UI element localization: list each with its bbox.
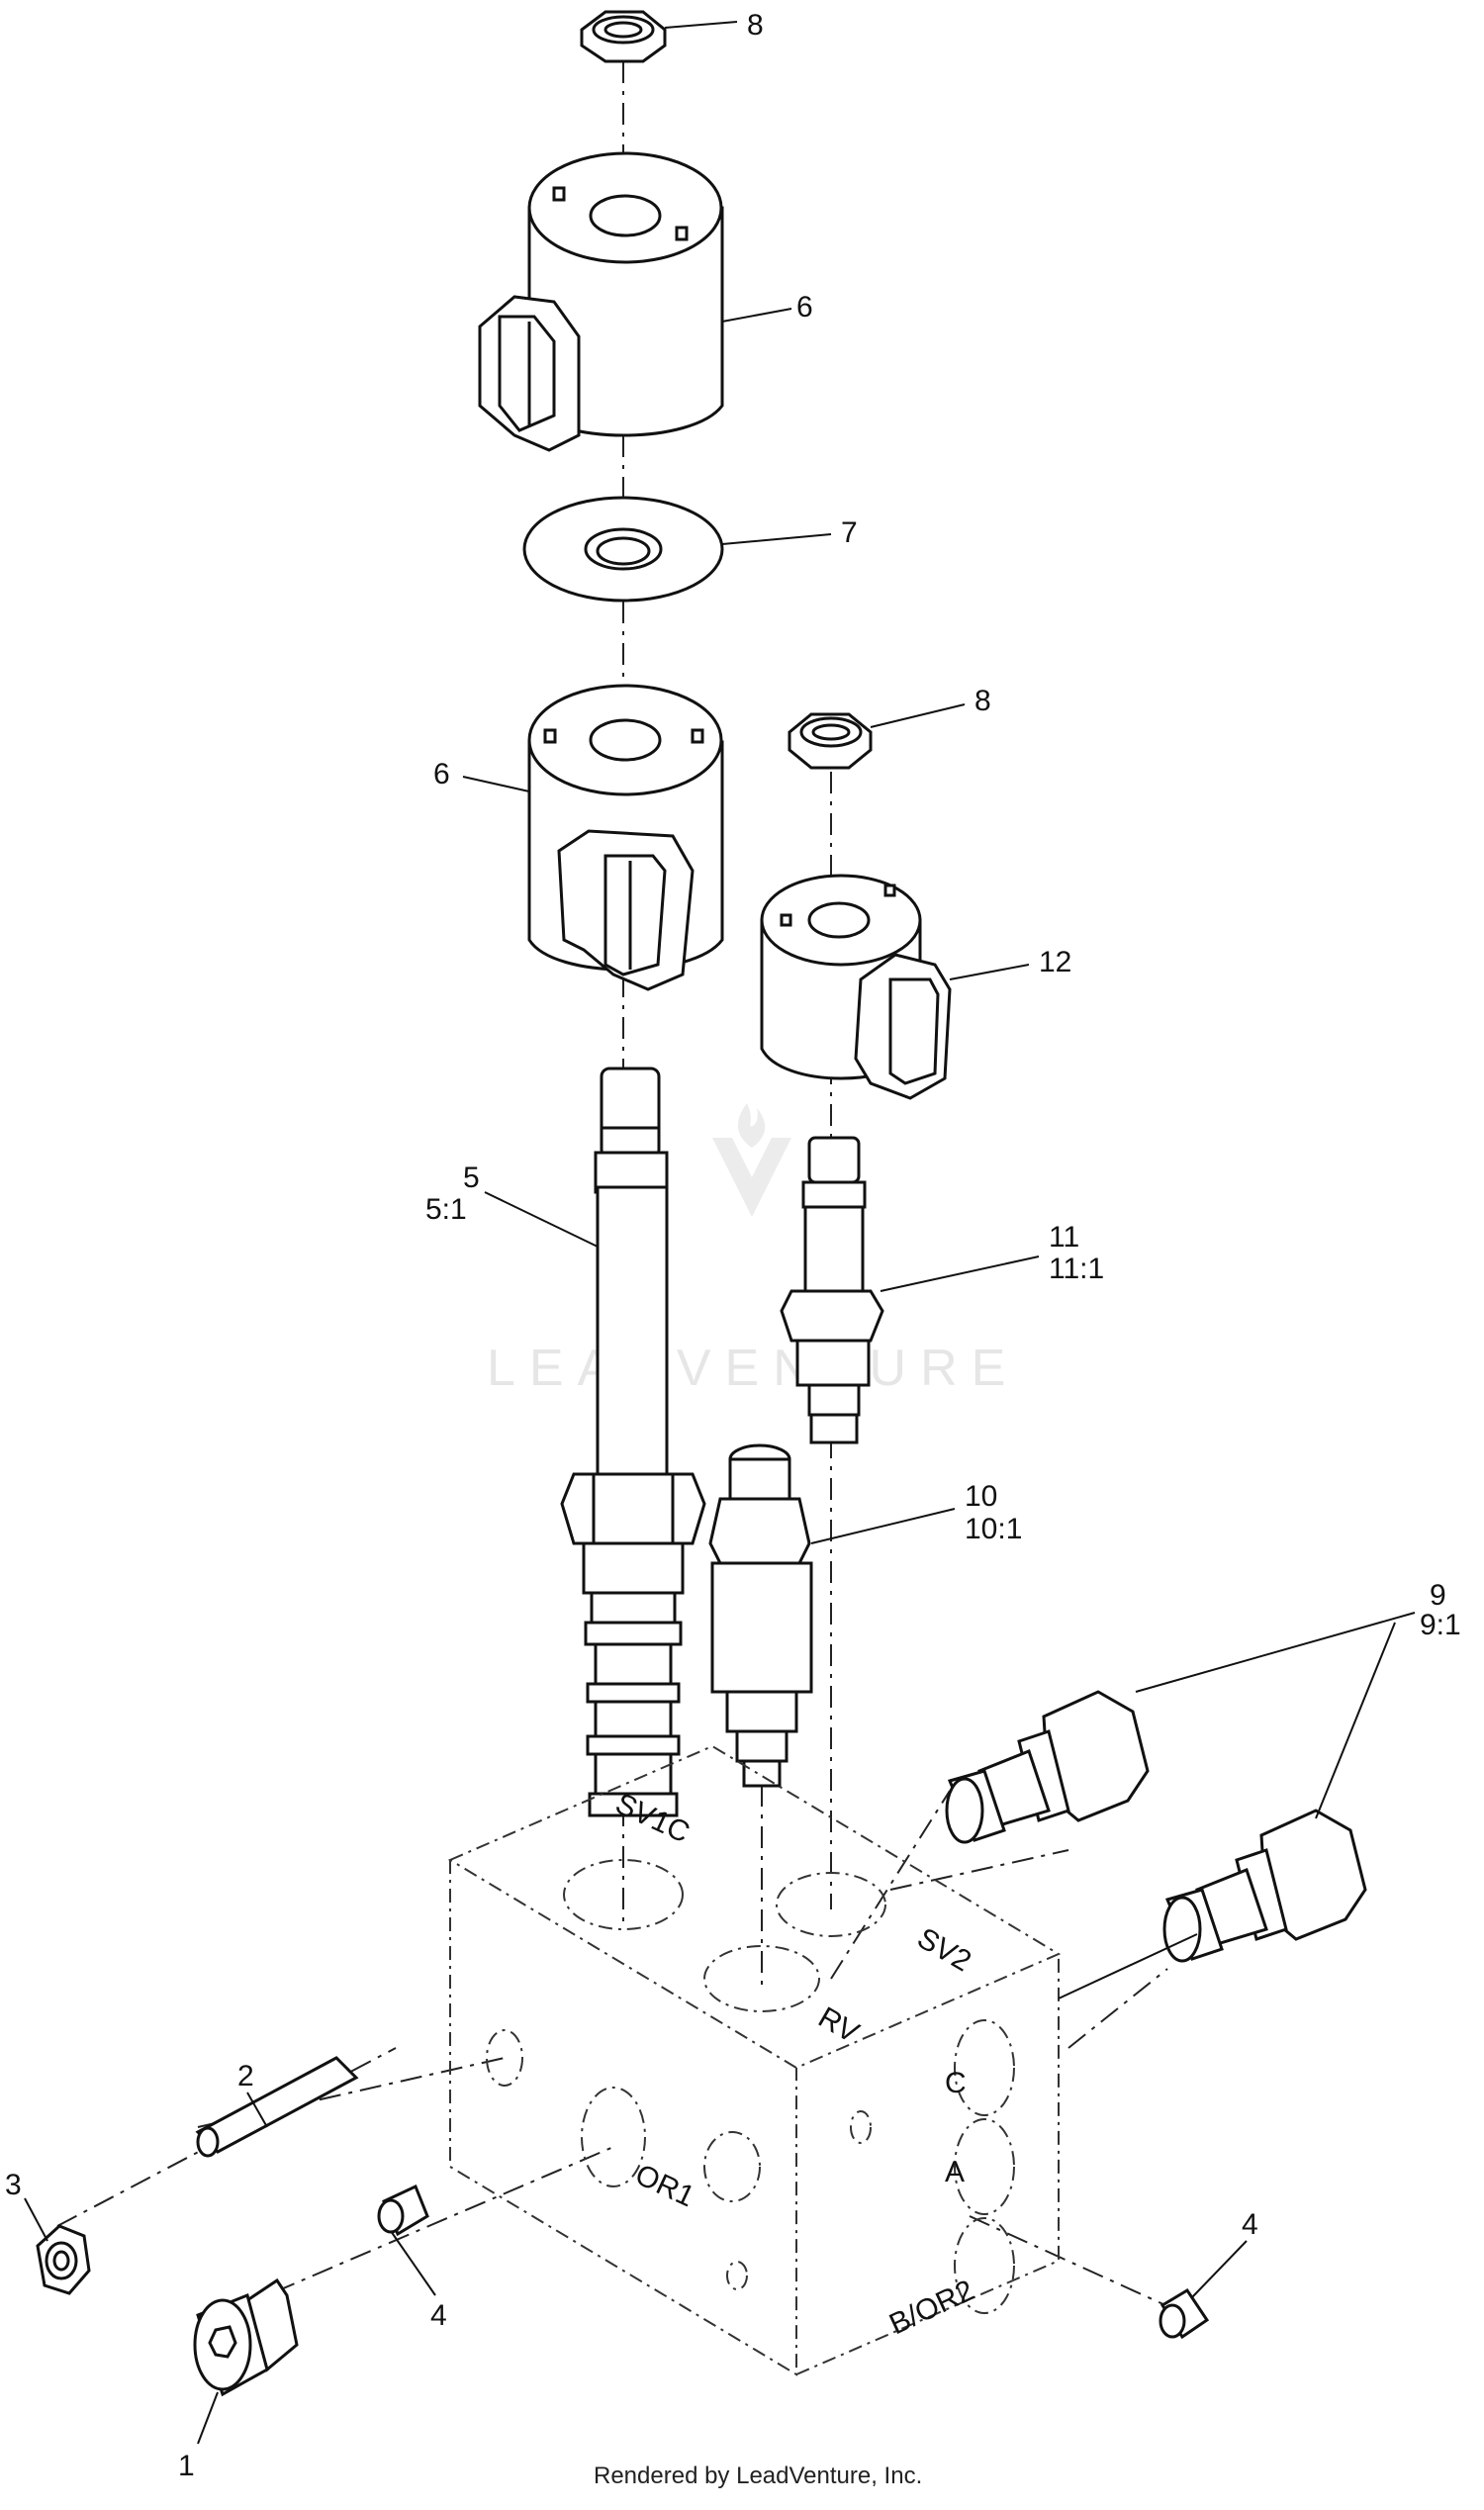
callout-10: 10 [965,1480,997,1513]
callout-6-top: 6 [796,291,813,324]
port-label-or1: OR1 [630,2158,699,2213]
part-7-washer [522,496,724,603]
port-label-sv2: SV2 [912,1921,977,1978]
callout-6-middle: 6 [433,758,450,790]
part-4-plug-left [377,2184,429,2237]
part-9-fitting-upper [945,1690,1150,1844]
part-8-nut-middle [788,712,873,770]
part-12-coil-small [760,874,952,1100]
callout-7: 7 [841,516,858,549]
callout-5-sub: 5:1 [425,1193,467,1226]
part-5-valve-cartridge [560,1067,706,1817]
watermark-text: LEADVENTURE [487,1340,1019,1397]
callout-4-left: 4 [430,2299,447,2332]
callout-10-sub: 10:1 [965,1513,1022,1545]
callout-9-sub: 9:1 [1420,1609,1461,1641]
callout-9: 9 [1430,1579,1446,1612]
footer-credit: Rendered by LeadVenture, Inc. [594,2463,922,2489]
port-label-c: C [945,2067,967,2099]
port-label-a: A [945,2156,965,2188]
part-11-valve-cartridge [780,1136,884,1444]
callout-11: 11 [1049,1221,1079,1254]
part-6-coil-middle [527,684,724,991]
part-10-relief-valve [708,1443,813,1788]
part-4-plug-right [1159,2287,1210,2340]
port-label-bor2: B/OR2 [884,2274,979,2341]
callout-8-top: 8 [747,9,764,42]
watermark: LEADVENTURE [487,1103,1019,1397]
callout-5: 5 [463,1162,480,1194]
part-1-plug [193,2278,299,2397]
callout-11-sub: 11:1 [1049,1253,1104,1285]
part-6-coil-top [478,151,724,452]
callout-3: 3 [5,2169,22,2201]
callout-4-right: 4 [1242,2208,1258,2241]
callouts: 8 6 7 8 6 12 5 5:1 11 11:1 10 10:1 9 9:1… [5,9,1461,2482]
manifold-block [447,1744,1062,2376]
callout-12: 12 [1039,946,1071,978]
part-9-fitting-lower [1162,1809,1367,1963]
watermark-logo-icon [712,1138,791,1217]
callout-1: 1 [178,2450,195,2482]
part-8-nut-top [580,10,667,63]
callout-8-middle: 8 [974,685,991,717]
part-3-nut [36,2224,91,2295]
part-2-pin [195,2056,359,2158]
callout-2: 2 [237,2060,254,2092]
leader-lines [24,21,1416,2445]
